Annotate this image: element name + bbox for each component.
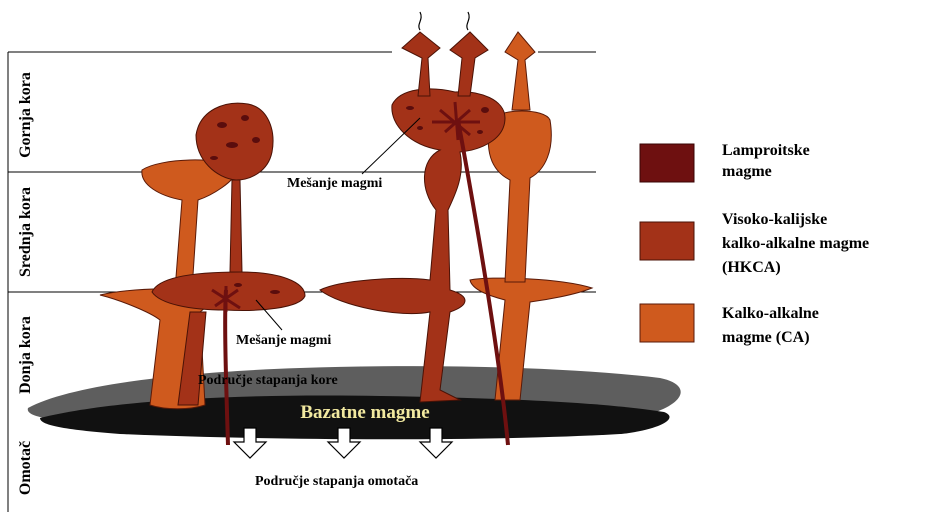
hkca-lower-chamber [152, 272, 305, 310]
legend-label-ca: Kalko-alkalne magme (CA) [722, 305, 823, 346]
hkca-center-body [320, 89, 505, 402]
smoke-right [467, 12, 469, 30]
hkca-magma-bodies [152, 32, 505, 405]
spot [417, 126, 423, 130]
lamproite-dike-left [225, 290, 228, 445]
ca-left-dike [142, 160, 238, 290]
crust-melting-label: Područje stapanja kore [198, 373, 338, 388]
spot [270, 290, 280, 294]
hkca-upper-dike [230, 180, 242, 272]
zone-label-mantle: Omotač [17, 441, 34, 495]
spot [406, 106, 414, 110]
hkca-vent-left [402, 32, 440, 96]
spot [217, 122, 227, 128]
ca-vent [505, 32, 535, 110]
zone-label-middle-crust: Srednja kora [17, 187, 34, 277]
smoke-left [419, 12, 421, 30]
spot [252, 137, 260, 143]
pointer-mixing-upper [362, 118, 420, 174]
zone-label-lower-crust: Donja kora [17, 316, 34, 394]
mantle-melting-label: Područje stapanja omotača [255, 474, 418, 489]
spot [210, 156, 218, 160]
legend-label-lamproite: Lamproitske magme [722, 142, 814, 180]
mixing-label-upper: Mešanje magmi [287, 176, 382, 191]
mixing-label-lower: Mešanje magmi [236, 333, 331, 348]
spot [477, 130, 483, 134]
legend-label-hkca: Visoko-kalijske kalko-alkalne magme (HKC… [722, 211, 873, 276]
legend-swatch-lamproite [640, 144, 694, 182]
spot [241, 115, 249, 121]
spot [226, 142, 238, 148]
hkca-vent-right [450, 32, 488, 96]
spot [481, 107, 489, 113]
basalt-magma-label: Bazatne magme [300, 402, 429, 423]
basalt-magma-layer: Bazatne magme [28, 366, 681, 439]
legend-swatch-hkca [640, 222, 694, 260]
spot [234, 283, 242, 287]
legend-swatch-ca [640, 304, 694, 342]
zone-label-upper-crust: Gornja kora [17, 72, 34, 158]
legend: Lamproitske magme Visoko-kalijske kalko-… [640, 142, 873, 346]
ca-magma-bodies [100, 32, 592, 409]
vent-smoke [419, 12, 469, 30]
